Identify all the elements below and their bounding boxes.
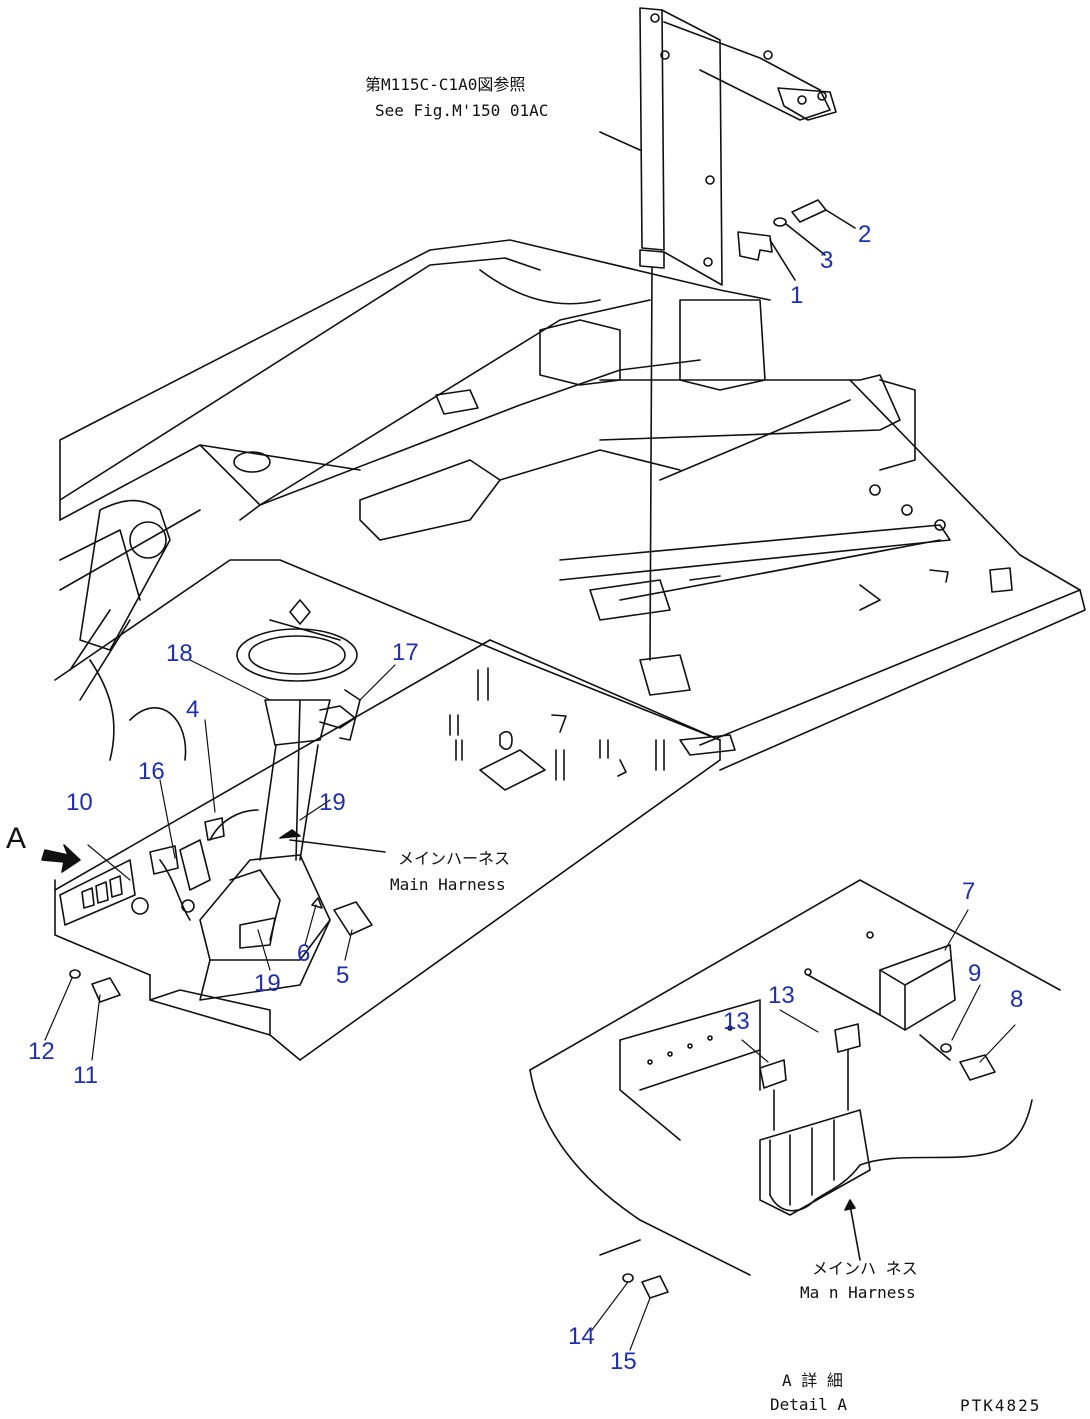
floor-frame: [54, 239, 1086, 1061]
callout-19-b: 19: [254, 970, 281, 997]
callout-7: 7: [962, 878, 976, 905]
callout-13-b: 13: [723, 1008, 750, 1035]
callout-3: 3: [820, 247, 834, 274]
callout-8: 8: [1010, 986, 1024, 1013]
callout-1: 1: [790, 282, 804, 309]
detail-label-jp: A 詳 細: [782, 1371, 843, 1390]
harness-note-2-en: Ma n Harness: [800, 1283, 916, 1302]
callout-18: 18: [166, 640, 193, 667]
harness-note-2-jp: メインハ ネス: [812, 1259, 918, 1278]
callout-5: 5: [336, 962, 350, 989]
view-letter: A: [6, 822, 27, 855]
switch-panel: [59, 817, 225, 926]
callout-9: 9: [968, 960, 982, 987]
callout-16: 16: [138, 758, 165, 785]
upper-bracket: [639, 7, 837, 286]
callout-19-a: 19: [319, 789, 346, 816]
detail-a: [529, 879, 1061, 1299]
callout-10: 10: [66, 789, 93, 816]
steering-column: [159, 599, 361, 1001]
ref-leader: [599, 131, 641, 151]
harness-note-jp: メインハーネス: [398, 849, 511, 868]
callout-6: 6: [297, 940, 311, 967]
callout-2: 2: [858, 221, 872, 248]
ref-note-jp: 第M115C-C1A0図参照: [365, 75, 526, 94]
vertical-leader: [649, 267, 653, 661]
ref-note-en: See Fig.M'150 01AC: [375, 101, 549, 120]
callout-12: 12: [28, 1038, 55, 1065]
callout-14: 14: [568, 1323, 595, 1350]
callout-11: 11: [73, 1062, 98, 1089]
drawing-code: PTK4825: [960, 1396, 1042, 1415]
harness-note-en: Main Harness: [390, 875, 506, 894]
callout-4: 4: [186, 696, 200, 723]
harness-leader-1: [289, 839, 386, 853]
callout-17: 17: [392, 639, 419, 666]
callout-13-a: 13: [768, 982, 795, 1009]
view-a-arrow: [41, 844, 81, 873]
detail-label-en: Detail A: [770, 1395, 848, 1414]
callout-15: 15: [610, 1348, 637, 1375]
callout-leaders: [44, 659, 1016, 1351]
